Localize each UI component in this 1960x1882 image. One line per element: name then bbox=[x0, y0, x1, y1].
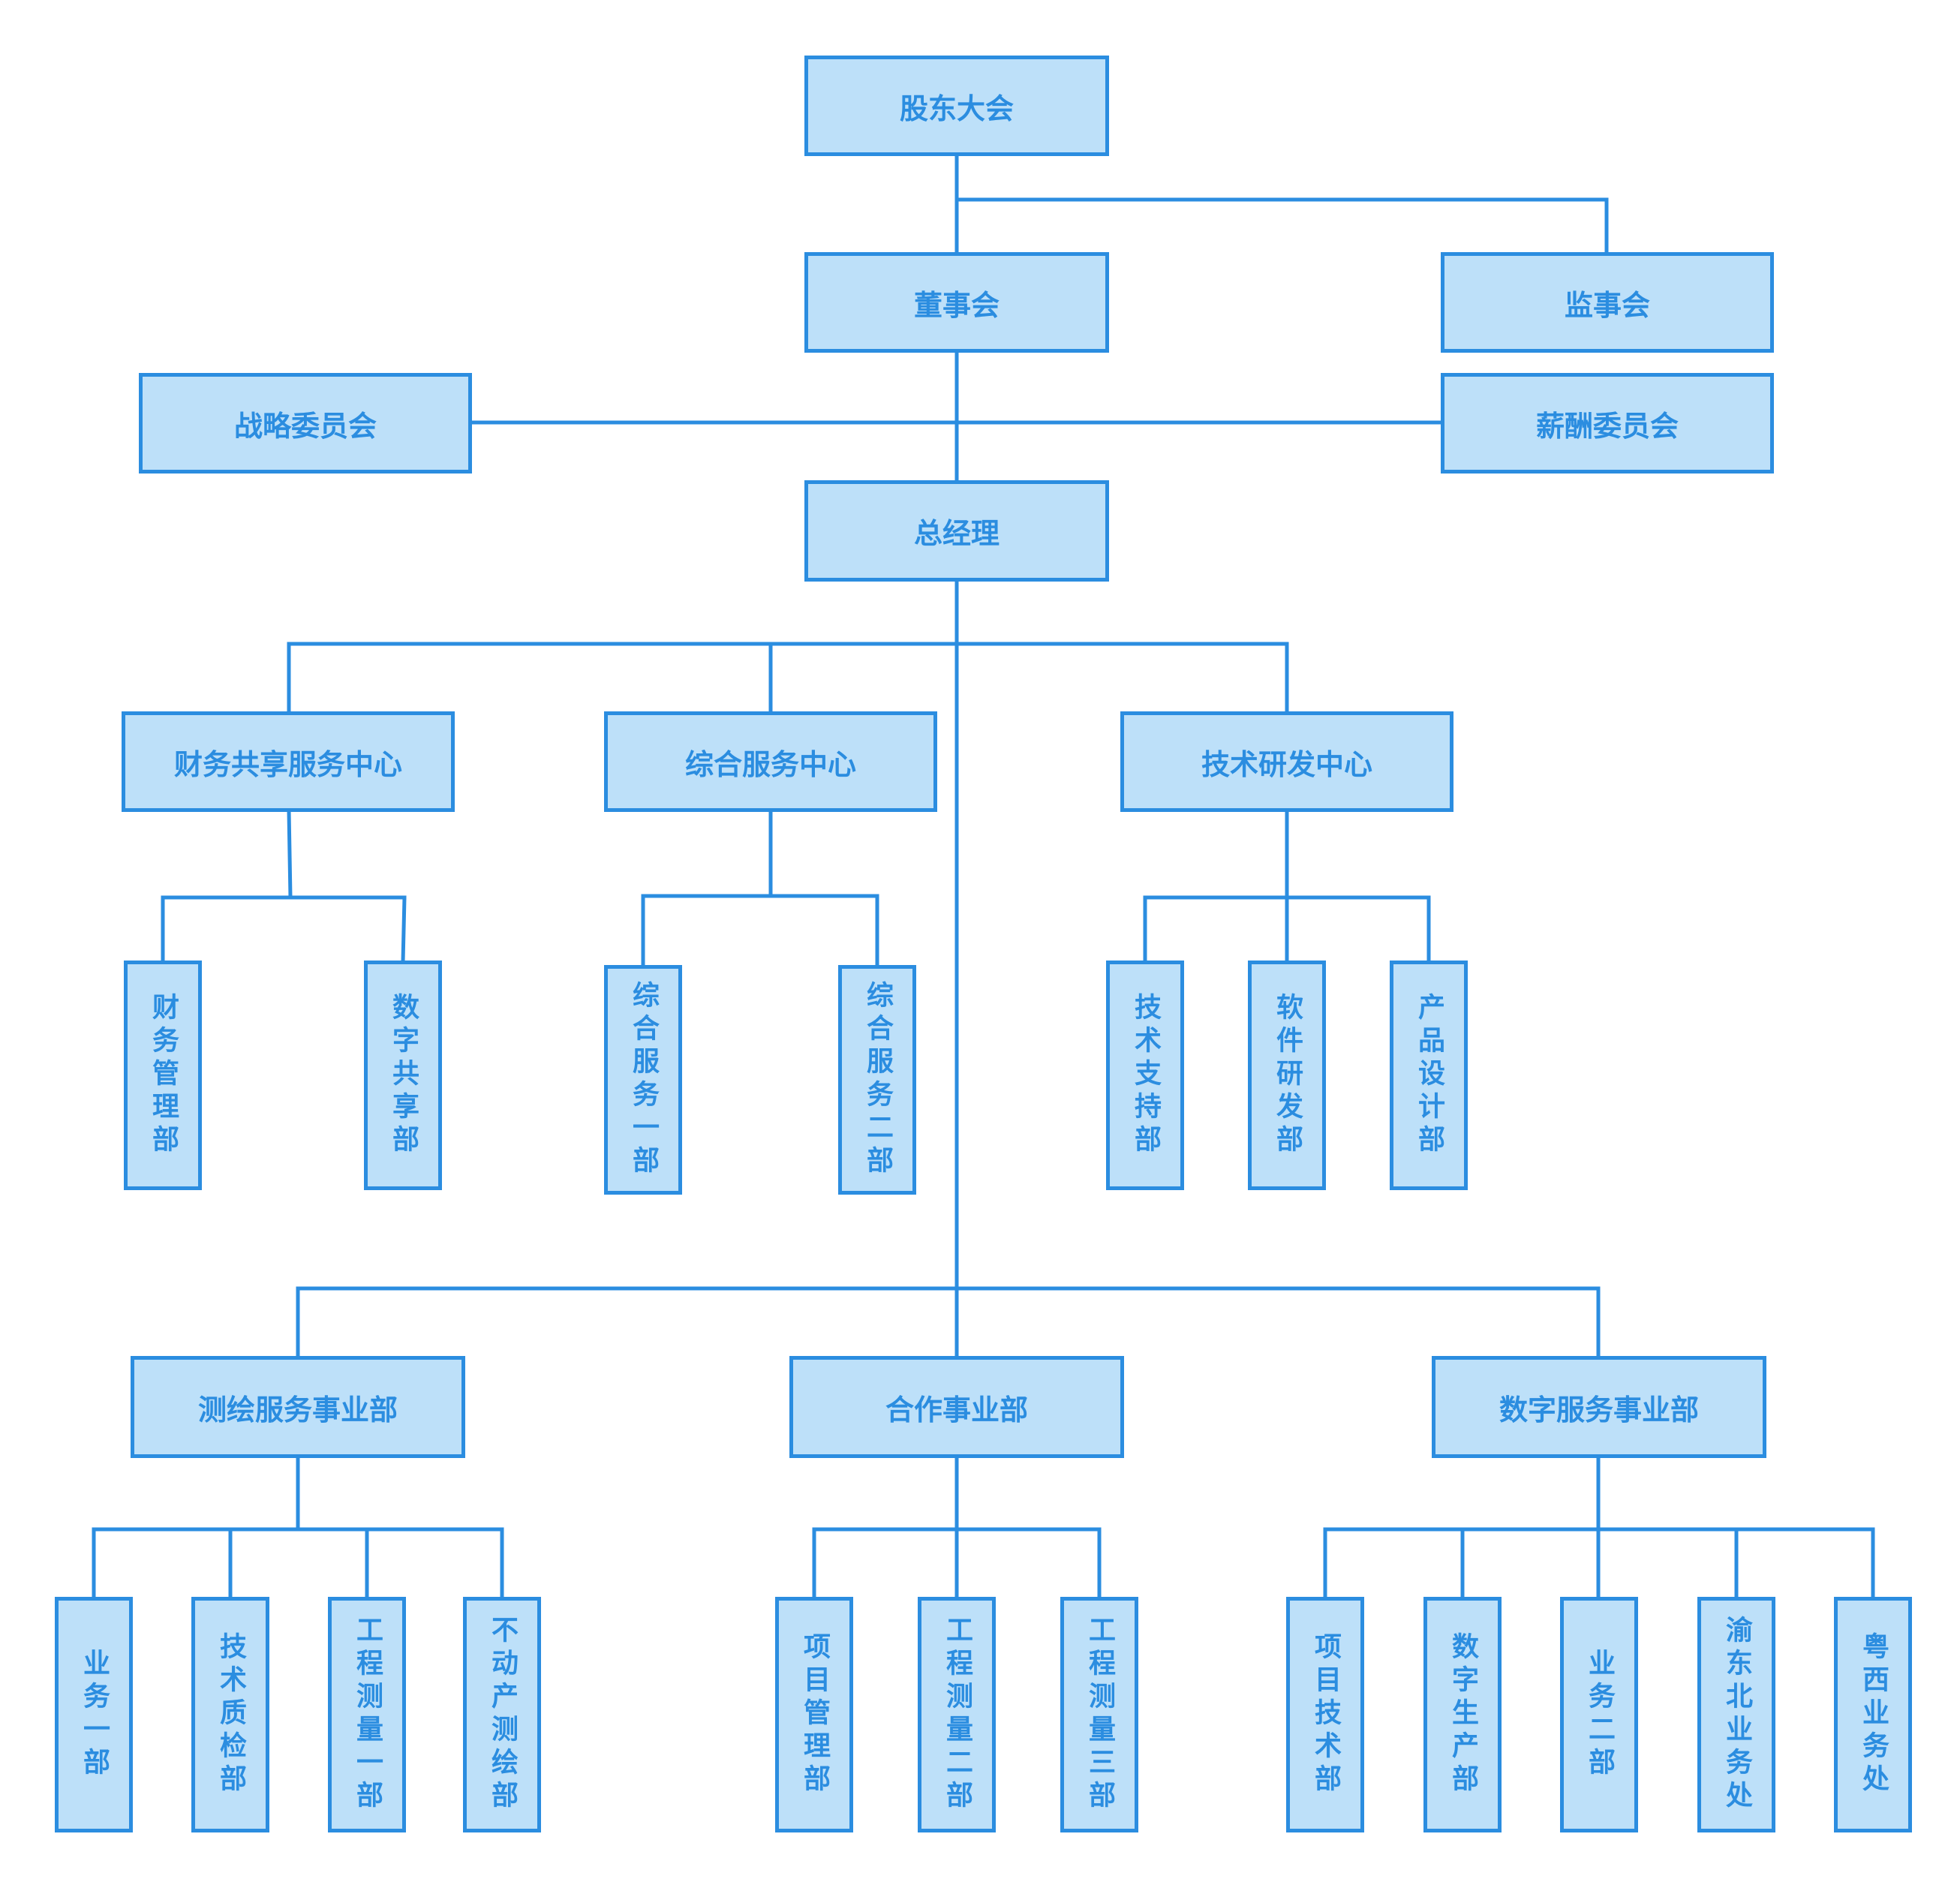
node-tech-qc-dept: 技术质检部 bbox=[191, 1597, 269, 1832]
node-cooperation-division: 合作事业部 bbox=[789, 1356, 1124, 1458]
node-digital-production-dept: 数字生产部 bbox=[1423, 1597, 1502, 1832]
node-shareholders: 股东大会 bbox=[804, 56, 1109, 156]
node-business-dept-1: 业务一部 bbox=[55, 1597, 133, 1832]
node-tech-support-dept: 技术支持部 bbox=[1106, 961, 1184, 1190]
node-general-manager: 总经理 bbox=[804, 480, 1109, 582]
node-general-service-1: 综合服务一部 bbox=[604, 965, 682, 1195]
node-software-rd-dept: 软件研发部 bbox=[1248, 961, 1326, 1190]
node-strategy-committee: 战略委员会 bbox=[139, 373, 472, 474]
node-product-design-dept: 产品设计部 bbox=[1390, 961, 1468, 1190]
node-eng-survey-2: 工程测量二部 bbox=[918, 1597, 996, 1832]
node-business-dept-2: 业务二部 bbox=[1560, 1597, 1638, 1832]
node-compensation-committee: 薪酬委员会 bbox=[1441, 373, 1774, 474]
node-finance-mgmt-dept: 财务管理部 bbox=[124, 961, 202, 1190]
node-digital-share-dept: 数字共享部 bbox=[364, 961, 442, 1190]
node-eng-survey-1: 工程测量一部 bbox=[328, 1597, 406, 1832]
node-eng-survey-3: 工程测量三部 bbox=[1060, 1597, 1138, 1832]
node-supervisors: 监事会 bbox=[1441, 252, 1774, 353]
node-finance-center: 财务共享服务中心 bbox=[122, 711, 455, 812]
node-real-estate-survey: 不动产测绘部 bbox=[463, 1597, 541, 1832]
node-digital-service-division: 数字服务事业部 bbox=[1432, 1356, 1766, 1458]
node-project-mgmt-dept: 项目管理部 bbox=[775, 1597, 853, 1832]
node-yue-west-office: 粤西业务处 bbox=[1834, 1597, 1912, 1832]
node-tech-rd-center: 技术研发中心 bbox=[1120, 711, 1453, 812]
node-general-service-center: 综合服务中心 bbox=[604, 711, 937, 812]
node-yu-northeast-office: 渝东北业务处 bbox=[1697, 1597, 1775, 1832]
node-project-tech-dept: 项目技术部 bbox=[1286, 1597, 1364, 1832]
node-board: 董事会 bbox=[804, 252, 1109, 353]
node-general-service-2: 综合服务二部 bbox=[838, 965, 916, 1195]
node-survey-division: 测绘服务事业部 bbox=[131, 1356, 465, 1458]
